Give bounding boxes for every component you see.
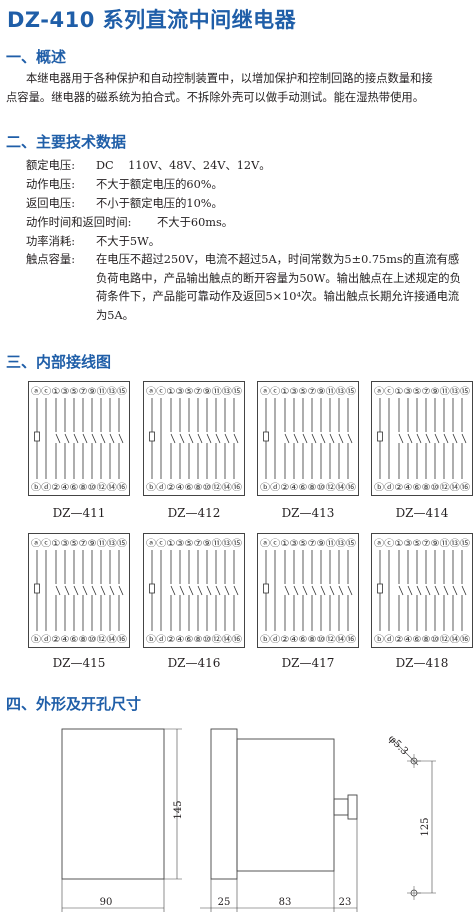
- wiring-diagram: ⓐⓒ①③⑤⑦⑨⑪⑬⑮ ⓑⓓ②④⑥⑧⑩⑫⑭⑯: [371, 381, 473, 496]
- wiring-diagram: ⓐⓒ①③⑤⑦⑨⑪⑬⑮ ⓑⓓ②④⑥⑧⑩⑫⑭⑯: [143, 533, 245, 648]
- model-caption: DZ—417: [281, 656, 335, 670]
- wiring-schematic: ⓐⓒ①③⑤⑦⑨⑪⑬⑮ ⓑⓓ②④⑥⑧⑩⑫⑭⑯: [146, 387, 243, 493]
- hole-diameter-label: φ5.3: [386, 733, 410, 757]
- wiring-schematic: ⓐⓒ①③⑤⑦⑨⑪⑬⑮ ⓑⓓ②④⑥⑧⑩⑫⑭⑯: [374, 387, 471, 493]
- wiring-schematic: ⓐⓒ①③⑤⑦⑨⑪⑬⑮ ⓑⓓ②④⑥⑧⑩⑫⑭⑯: [260, 387, 357, 493]
- spec-value: 不大于5W。: [96, 235, 160, 248]
- coil-symbol: [263, 431, 269, 442]
- coil-symbol: [263, 583, 269, 594]
- wiring-schematic: ⓐⓒ①③⑤⑦⑨⑪⑬⑮ ⓑⓓ②④⑥⑧⑩⑫⑭⑯: [146, 539, 243, 645]
- wiring-diagram: ⓐⓒ①③⑤⑦⑨⑪⑬⑮ ⓑⓓ②④⑥⑧⑩⑫⑭⑯: [28, 533, 130, 648]
- section-heading-wiring: 三、内部接线图: [6, 353, 112, 371]
- spec-value: 不小于额定电压的10%。: [96, 197, 223, 210]
- model-caption: DZ—416: [167, 656, 221, 670]
- side-view-panel: [210, 728, 238, 880]
- coil-symbol: [149, 431, 155, 442]
- side-view-body: [236, 738, 335, 872]
- model-caption: DZ—414: [395, 506, 449, 520]
- spec-value: DC 110V、48V、24V、12V。: [96, 159, 271, 172]
- wiring-diagram: ⓐⓒ①③⑤⑦⑨⑪⑬⑮ ⓑⓓ②④⑥⑧⑩⑫⑭⑯: [143, 381, 245, 496]
- terminal-labels-bottom: ⓑⓓ②④⑥⑧⑩⑫⑭⑯: [260, 483, 357, 493]
- dimension-drawing: 145 90 25 83 23 φ5.3 125: [61, 728, 436, 912]
- spec-label: 动作电压:: [26, 178, 75, 191]
- page-title: DZ-410 系列直流中间继电器: [7, 8, 297, 32]
- terminal-labels-top: ⓐⓒ①③⑤⑦⑨⑪⑬⑮: [260, 539, 357, 549]
- wiring-diagram: ⓐⓒ①③⑤⑦⑨⑪⑬⑮ ⓑⓓ②④⑥⑧⑩⑫⑭⑯: [257, 381, 359, 496]
- terminal-labels-bottom: ⓑⓓ②④⑥⑧⑩⑫⑭⑯: [31, 635, 128, 645]
- wiring-schematic: ⓐⓒ①③⑤⑦⑨⑪⑬⑮ ⓑⓓ②④⑥⑧⑩⑫⑭⑯: [374, 539, 471, 645]
- overview-line-2: 点容量。继电器的磁系统为拍合式。不拆除外壳可以做手动测试。能在湿热带使用。: [6, 91, 424, 104]
- terminal-labels-top: ⓐⓒ①③⑤⑦⑨⑪⑬⑮: [146, 387, 243, 397]
- spec-label: 额定电压:: [26, 159, 75, 172]
- terminal-labels-bottom: ⓑⓓ②④⑥⑧⑩⑫⑭⑯: [146, 483, 243, 493]
- side-depth-label-3: 23: [339, 897, 352, 908]
- terminal-labels-bottom: ⓑⓓ②④⑥⑧⑩⑫⑭⑯: [31, 483, 128, 493]
- front-height-label: 145: [173, 800, 184, 819]
- terminal-labels-bottom: ⓑⓓ②④⑥⑧⑩⑫⑭⑯: [146, 635, 243, 645]
- model-caption: DZ—418: [395, 656, 449, 670]
- side-depth-label-1: 25: [218, 897, 231, 908]
- contact-capacity-text: 在电压不超过250V，电流不超过5A，时间常数为5±0.75ms的直流有感负荷电…: [96, 253, 461, 322]
- section-heading-specs: 二、主要技术数据: [6, 133, 127, 151]
- wiring-schematic: ⓐⓒ①③⑤⑦⑨⑪⑬⑮ ⓑⓓ②④⑥⑧⑩⑫⑭⑯: [260, 539, 357, 645]
- spec-label: 触点容量:: [26, 253, 75, 266]
- model-caption: DZ—413: [281, 506, 335, 520]
- terminal-labels-bottom: ⓑⓓ②④⑥⑧⑩⑫⑭⑯: [260, 635, 357, 645]
- side-depth-label-2: 83: [279, 897, 292, 908]
- wiring-diagram: ⓐⓒ①③⑤⑦⑨⑪⑬⑮ ⓑⓓ②④⑥⑧⑩⑫⑭⑯: [28, 381, 130, 496]
- coil-symbol: [377, 431, 383, 442]
- terminal-labels-top: ⓐⓒ①③⑤⑦⑨⑪⑬⑮: [374, 539, 471, 549]
- coil-symbol: [34, 583, 40, 594]
- front-view-outline: [61, 728, 165, 880]
- coil-symbol: [34, 431, 40, 442]
- overview-line-1: 本继电器用于各种保护和自动控制装置中，以增加保护和控制回路的接点数量和接: [26, 72, 433, 85]
- spec-value: 不大于额定电压的60%。: [96, 178, 223, 191]
- terminal-labels-top: ⓐⓒ①③⑤⑦⑨⑪⑬⑮: [146, 539, 243, 549]
- spec-label: 返回电压:: [26, 197, 75, 210]
- model-caption: DZ—411: [52, 506, 106, 520]
- hole-spacing-label: 125: [420, 817, 431, 836]
- section-heading-dimensions: 四、外形及开孔尺寸: [6, 695, 142, 713]
- wiring-schematic: ⓐⓒ①③⑤⑦⑨⑪⑬⑮ ⓑⓓ②④⑥⑧⑩⑫⑭⑯: [31, 539, 128, 645]
- coil-symbol: [377, 583, 383, 594]
- wiring-diagram: ⓐⓒ①③⑤⑦⑨⑪⑬⑮ ⓑⓓ②④⑥⑧⑩⑫⑭⑯: [257, 533, 359, 648]
- coil-symbol: [149, 583, 155, 594]
- front-width-label: 90: [100, 897, 113, 908]
- spec-label: 动作时间和返回时间:: [26, 216, 132, 229]
- terminal-labels-top: ⓐⓒ①③⑤⑦⑨⑪⑬⑮: [260, 387, 357, 397]
- terminal-labels-bottom: ⓑⓓ②④⑥⑧⑩⑫⑭⑯: [374, 635, 471, 645]
- side-view-terminal: [333, 798, 349, 816]
- terminal-labels-top: ⓐⓒ①③⑤⑦⑨⑪⑬⑮: [31, 387, 128, 397]
- section-heading-overview: 一、概述: [6, 48, 67, 66]
- terminal-labels-bottom: ⓑⓓ②④⑥⑧⑩⑫⑭⑯: [374, 483, 471, 493]
- spec-value: 不大于60ms。: [157, 216, 234, 229]
- wiring-schematic: ⓐⓒ①③⑤⑦⑨⑪⑬⑮ ⓑⓓ②④⑥⑧⑩⑫⑭⑯: [31, 387, 128, 493]
- model-caption: DZ—415: [52, 656, 106, 670]
- spec-label: 功率消耗:: [26, 235, 75, 248]
- model-caption: DZ—412: [167, 506, 221, 520]
- terminal-labels-top: ⓐⓒ①③⑤⑦⑨⑪⑬⑮: [31, 539, 128, 549]
- terminal-labels-top: ⓐⓒ①③⑤⑦⑨⑪⑬⑮: [374, 387, 471, 397]
- wiring-diagram: ⓐⓒ①③⑤⑦⑨⑪⑬⑮ ⓑⓓ②④⑥⑧⑩⑫⑭⑯: [371, 533, 473, 648]
